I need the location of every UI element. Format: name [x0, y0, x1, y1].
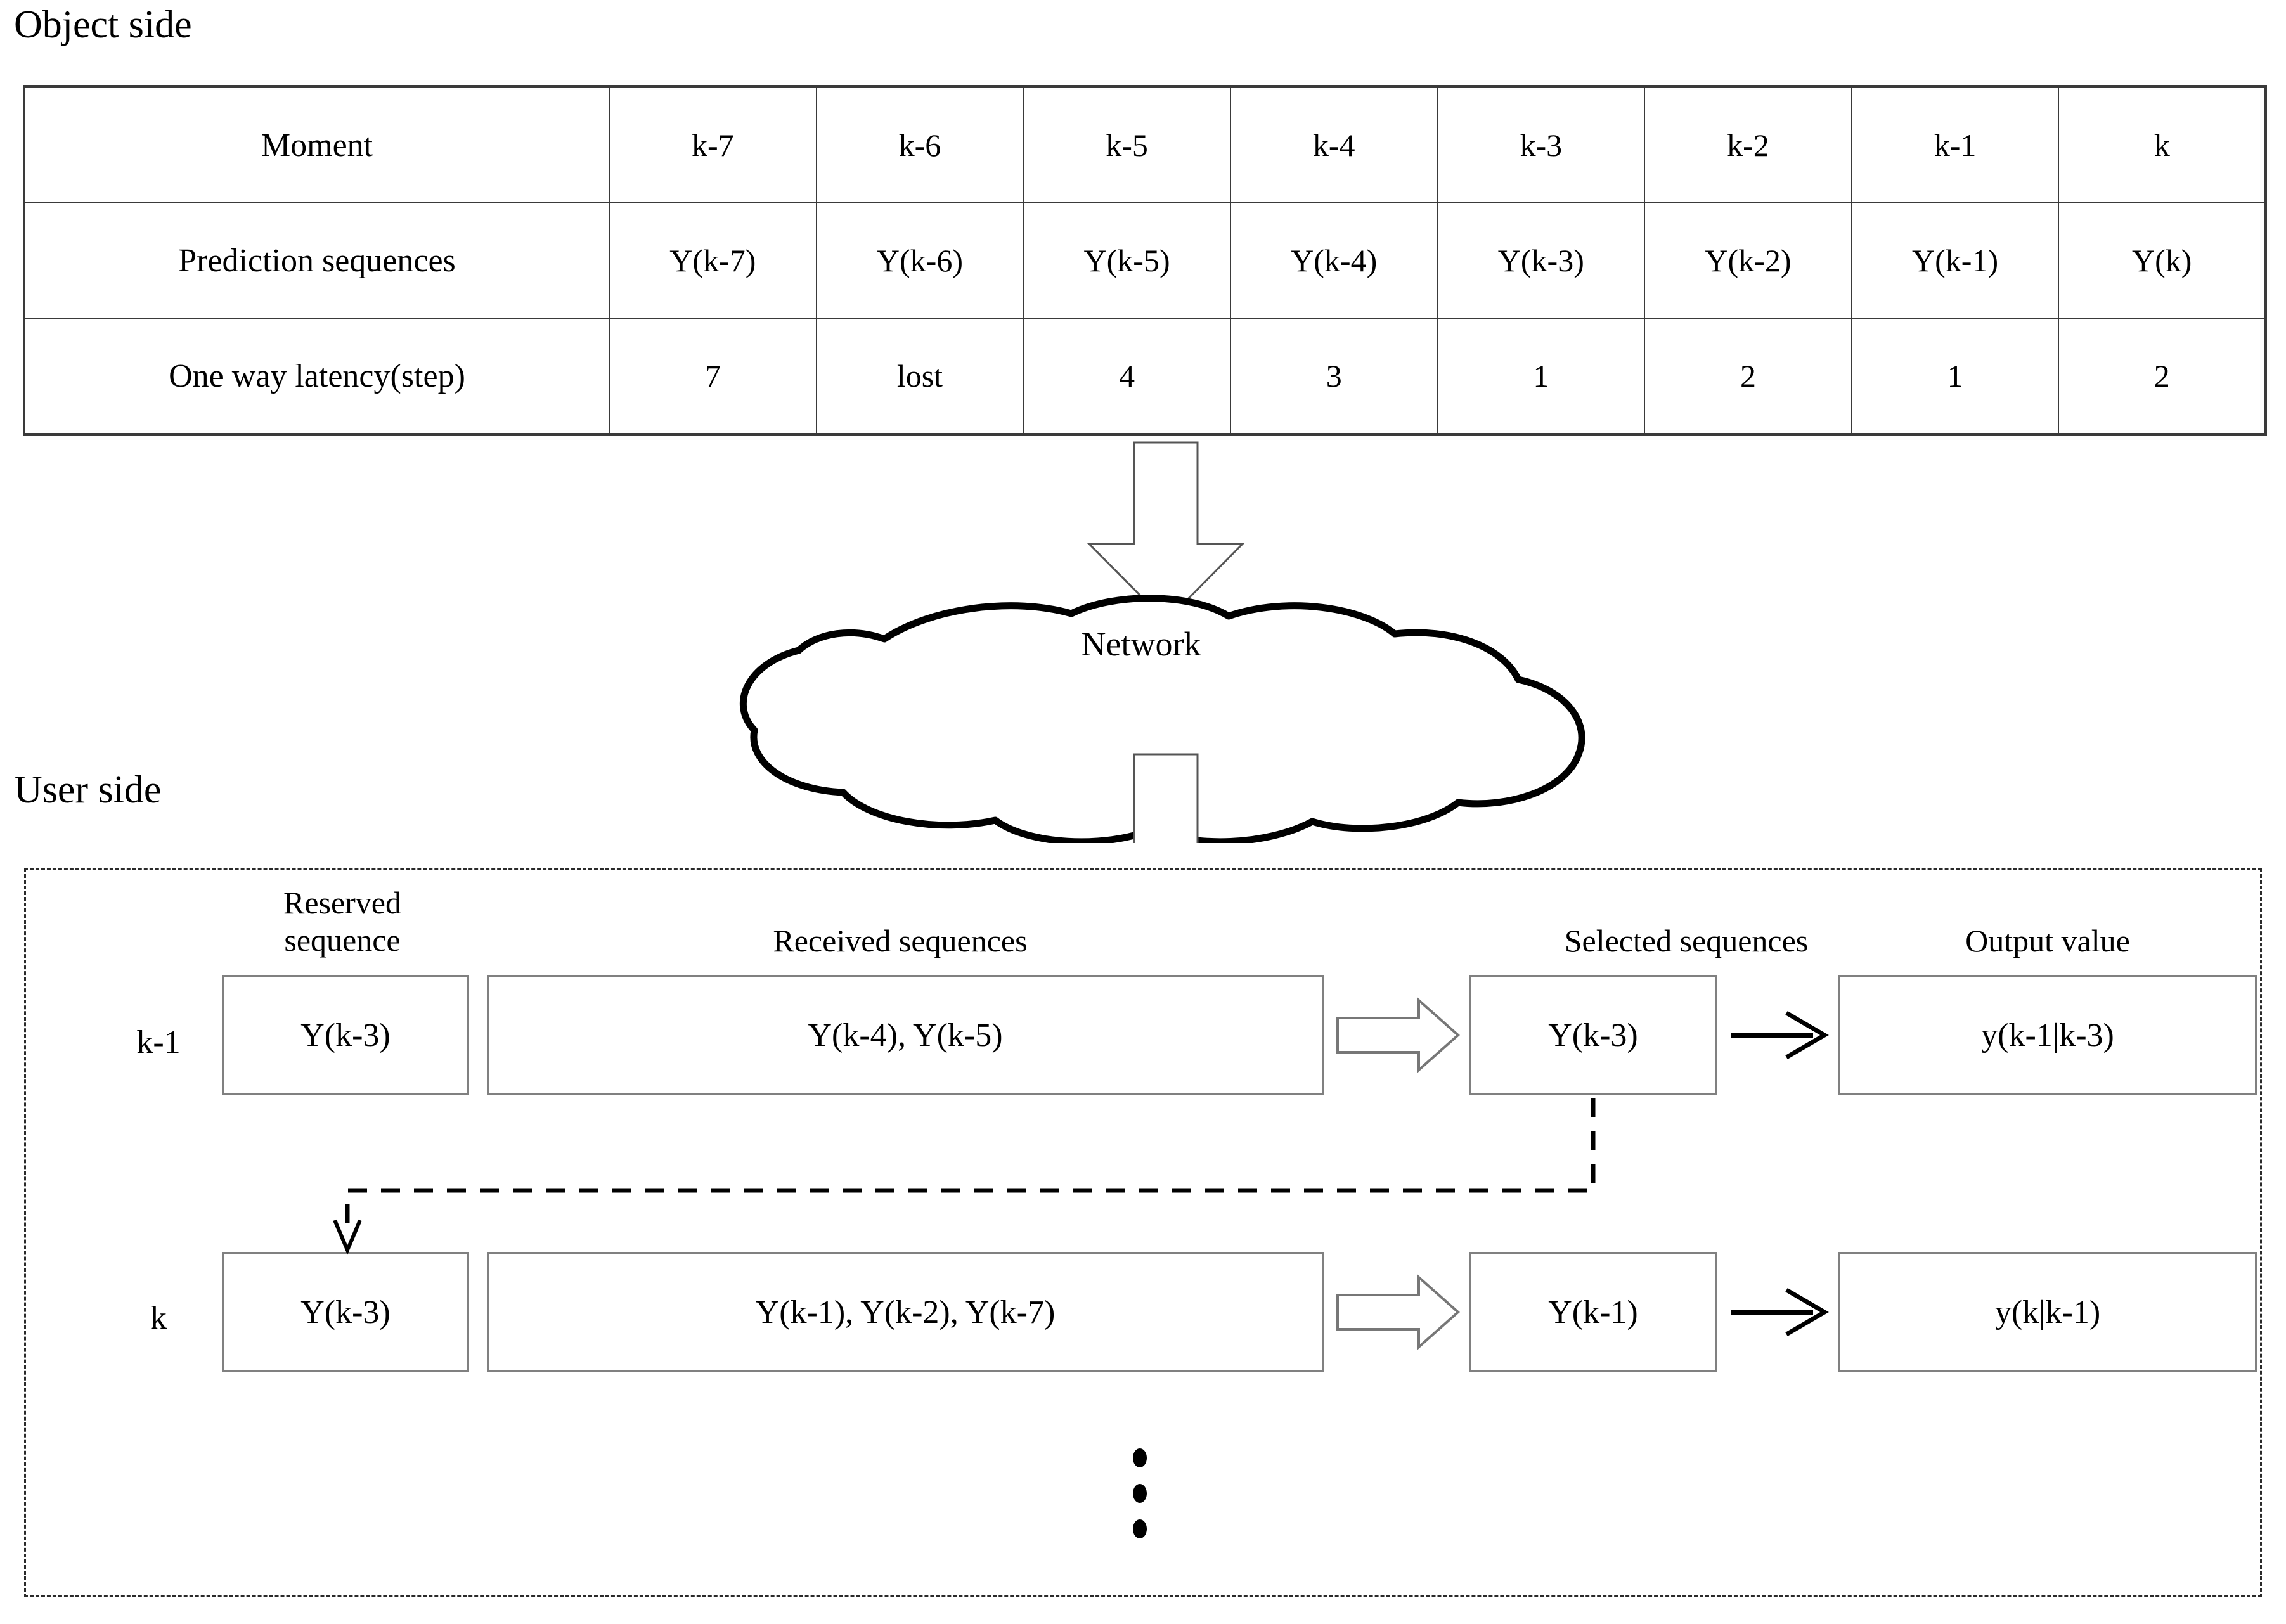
table-cell: Y(k-4)	[1229, 202, 1438, 319]
table-cell: k-1	[1850, 85, 2060, 203]
table-cell: 2	[1644, 318, 1852, 436]
vertical-ellipsis-icon	[1127, 1448, 1153, 1563]
column-header-output-value: Output value	[1965, 923, 2130, 958]
reserved-sequence-box: Y(k-3)	[222, 1252, 469, 1372]
network-label: Network	[1081, 625, 1201, 663]
user-side-panel	[24, 868, 2262, 1597]
table-row: One way latency(step) 7 lost 4 3 1 2 1 2	[23, 318, 2267, 436]
received-sequences-box: Y(k-4), Y(k-5)	[487, 975, 1324, 1095]
selected-sequences-box: Y(k-1)	[1469, 1252, 1717, 1372]
table-row-header: Moment	[23, 85, 610, 203]
table-row-header: One way latency(step)	[23, 318, 610, 436]
table-cell: Y(k-1)	[1850, 202, 2060, 319]
row-time-label: k-1	[136, 1024, 181, 1060]
table-cell: 1	[1437, 318, 1646, 436]
object-side-table: Moment k-7 k-6 k-5 k-4 k-3 k-2 k-1 k Pre…	[23, 85, 2267, 436]
table-row: Moment k-7 k-6 k-5 k-4 k-3 k-2 k-1 k	[23, 85, 2267, 203]
table-cell: lost	[815, 318, 1024, 436]
row-time-label: k	[150, 1300, 167, 1336]
table-cell: k-6	[815, 85, 1024, 203]
table-cell: 4	[1023, 318, 1231, 436]
user-side-caption: User side	[14, 768, 162, 811]
table-cell: Y(k-3)	[1437, 202, 1646, 319]
table-cell: Y(k-6)	[815, 202, 1024, 319]
reserved-sequence-box: Y(k-3)	[222, 975, 469, 1095]
table-cell: k-3	[1437, 85, 1646, 203]
object-side-caption: Object side	[14, 3, 192, 46]
table-cell: Y(k-7)	[609, 202, 817, 319]
table-cell: k	[2058, 85, 2267, 203]
table-cell: 3	[1229, 318, 1438, 436]
table-row-header: Prediction sequences	[23, 202, 610, 319]
table-cell: k-7	[609, 85, 817, 203]
table-cell: 2	[2058, 318, 2267, 436]
output-value-box: y(k-1|k-3)	[1838, 975, 2257, 1095]
table-cell: k-2	[1644, 85, 1852, 203]
table-cell: 7	[609, 318, 817, 436]
selected-sequences-box: Y(k-3)	[1469, 975, 1717, 1095]
received-sequences-box: Y(k-1), Y(k-2), Y(k-7)	[487, 1252, 1324, 1372]
table-cell: Y(k-2)	[1644, 202, 1852, 319]
table-cell: 1	[1850, 318, 2060, 436]
network-cloud-group	[740, 441, 1585, 843]
table-row: Prediction sequences Y(k-7) Y(k-6) Y(k-5…	[23, 202, 2267, 319]
cloud-shape	[740, 595, 1585, 843]
table-cell: k-4	[1229, 85, 1438, 203]
table-cell: k-5	[1023, 85, 1231, 203]
column-header-received-sequences: Received sequences	[773, 923, 1028, 958]
table-cell: Y(k)	[2058, 202, 2267, 319]
column-header-selected-sequences: Selected sequences	[1564, 923, 1809, 958]
block-arrow-down-icon	[1087, 441, 1245, 623]
table-cell: Y(k-5)	[1023, 202, 1231, 319]
block-arrow-down-icon	[1133, 753, 1199, 843]
column-header-reserved-sequence: Reserved sequence	[283, 885, 402, 958]
output-value-box: y(k|k-1)	[1838, 1252, 2257, 1372]
